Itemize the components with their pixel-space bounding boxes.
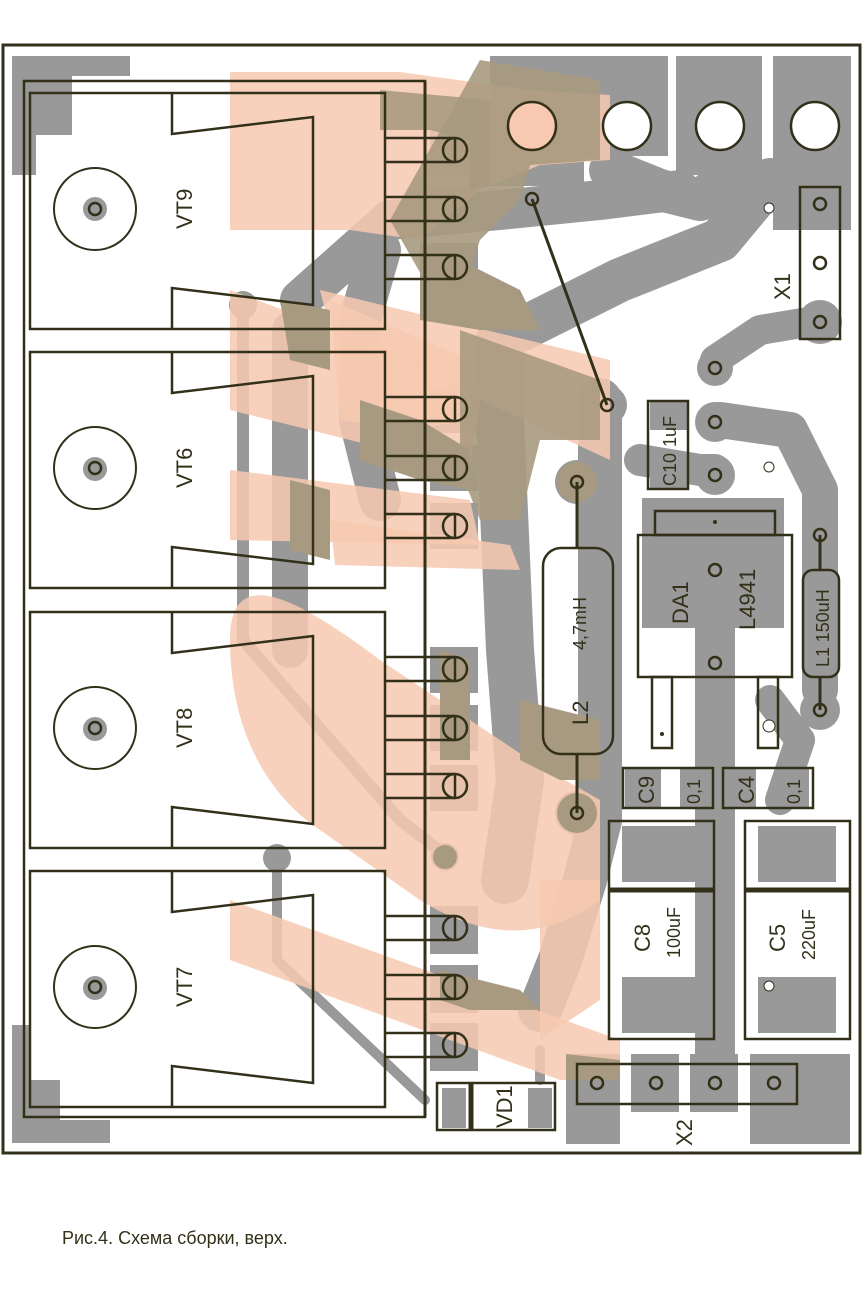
via — [763, 202, 775, 214]
capacitor-c5: C5 220uF — [743, 819, 852, 1041]
transistor-body — [28, 869, 387, 1109]
inductor-l1: L1150uH — [801, 527, 841, 718]
inductor-l2: 4,7mH L2 — [541, 474, 615, 821]
c8-ref: C8 — [630, 924, 655, 952]
capacitor-c4: C4 0,1 — [721, 766, 815, 810]
mounting-hole-outline — [53, 426, 137, 510]
c4-ref: C4 — [734, 776, 759, 804]
transistor-body — [28, 91, 387, 331]
transistor-tab — [170, 352, 315, 588]
transistor-vt8: VT8 — [28, 610, 469, 850]
regulator-da1: DA1 L4941 — [636, 509, 794, 750]
terminal-hole — [601, 100, 653, 152]
x2-label: X2 — [672, 1119, 697, 1146]
capacitor-c10: C101uF — [646, 360, 723, 491]
mounting-hole-outline — [53, 945, 137, 1029]
c5-value: 220uF — [799, 909, 819, 960]
capacitor-c9: C9 0,1 — [621, 766, 715, 810]
diode-vd1: VD1 — [435, 1081, 557, 1132]
transistor-lead — [385, 714, 455, 742]
transistor-lead — [385, 772, 455, 800]
figure-caption: Рис.4. Схема сборки, верх. — [62, 1228, 288, 1248]
terminal-hole — [789, 100, 841, 152]
c9-ref: C9 — [634, 776, 659, 804]
transistor-lead — [385, 973, 455, 1001]
transistor-vt6: VT6 — [28, 350, 469, 590]
via — [763, 980, 775, 992]
mounting-hole-outline — [53, 686, 137, 770]
c8-value: 100uF — [664, 907, 684, 958]
mounting-hole — [87, 460, 103, 476]
transistor-vt9: VT9 — [28, 91, 469, 331]
transistor-label: VT8 — [172, 708, 197, 748]
l1-label: L1150uH — [813, 589, 833, 667]
transistor-label: VT6 — [172, 448, 197, 488]
da1-ref: DA1 — [668, 581, 693, 624]
transistor-tab — [170, 612, 315, 848]
board-outline — [1, 43, 862, 1155]
connector-x1: X1 — [770, 185, 842, 341]
transistor-label: VT7 — [172, 967, 197, 1007]
transistor-vt7: VT7 — [28, 869, 469, 1109]
da1-value: L4941 — [735, 569, 760, 630]
c4-value: 0,1 — [784, 779, 804, 804]
via — [763, 461, 775, 473]
c10-label: C101uF — [660, 416, 680, 486]
jumper-wire — [530, 198, 609, 406]
transistor-lead — [385, 655, 455, 683]
l2-value: 4,7mH — [570, 597, 590, 650]
transistor-tab — [170, 871, 315, 1107]
jumper-pad — [599, 397, 615, 413]
terminal-hole — [694, 100, 746, 152]
transistor-tab — [170, 93, 315, 329]
connector-x2: X2 — [575, 1062, 799, 1146]
transistor-lead — [385, 136, 455, 164]
transistor-label: VT9 — [172, 189, 197, 229]
mounting-hole — [87, 720, 103, 736]
transistor-lead — [385, 1031, 455, 1059]
transistor-lead — [385, 454, 455, 482]
mounting-hole — [87, 201, 103, 217]
mounting-hole-outline — [53, 167, 137, 251]
via — [762, 719, 776, 733]
c5-ref: C5 — [765, 924, 790, 952]
mounting-hole — [87, 979, 103, 995]
terminal-hole — [506, 100, 558, 152]
x1-label: X1 — [770, 273, 795, 300]
capacitor-c8: C8 100uF — [607, 819, 716, 1041]
transistor-lead — [385, 395, 455, 423]
vd1-label: VD1 — [492, 1085, 517, 1128]
transistor-body — [28, 350, 387, 590]
transistor-lead — [385, 195, 455, 223]
transistor-body — [28, 610, 387, 850]
transistor-lead — [385, 253, 455, 281]
power-terminals — [506, 100, 841, 152]
c9-value: 0,1 — [684, 779, 704, 804]
transistor-lead — [385, 512, 455, 540]
jumper-pad — [524, 191, 540, 207]
transistor-lead — [385, 914, 455, 942]
l2-ref: L2 — [568, 701, 593, 725]
